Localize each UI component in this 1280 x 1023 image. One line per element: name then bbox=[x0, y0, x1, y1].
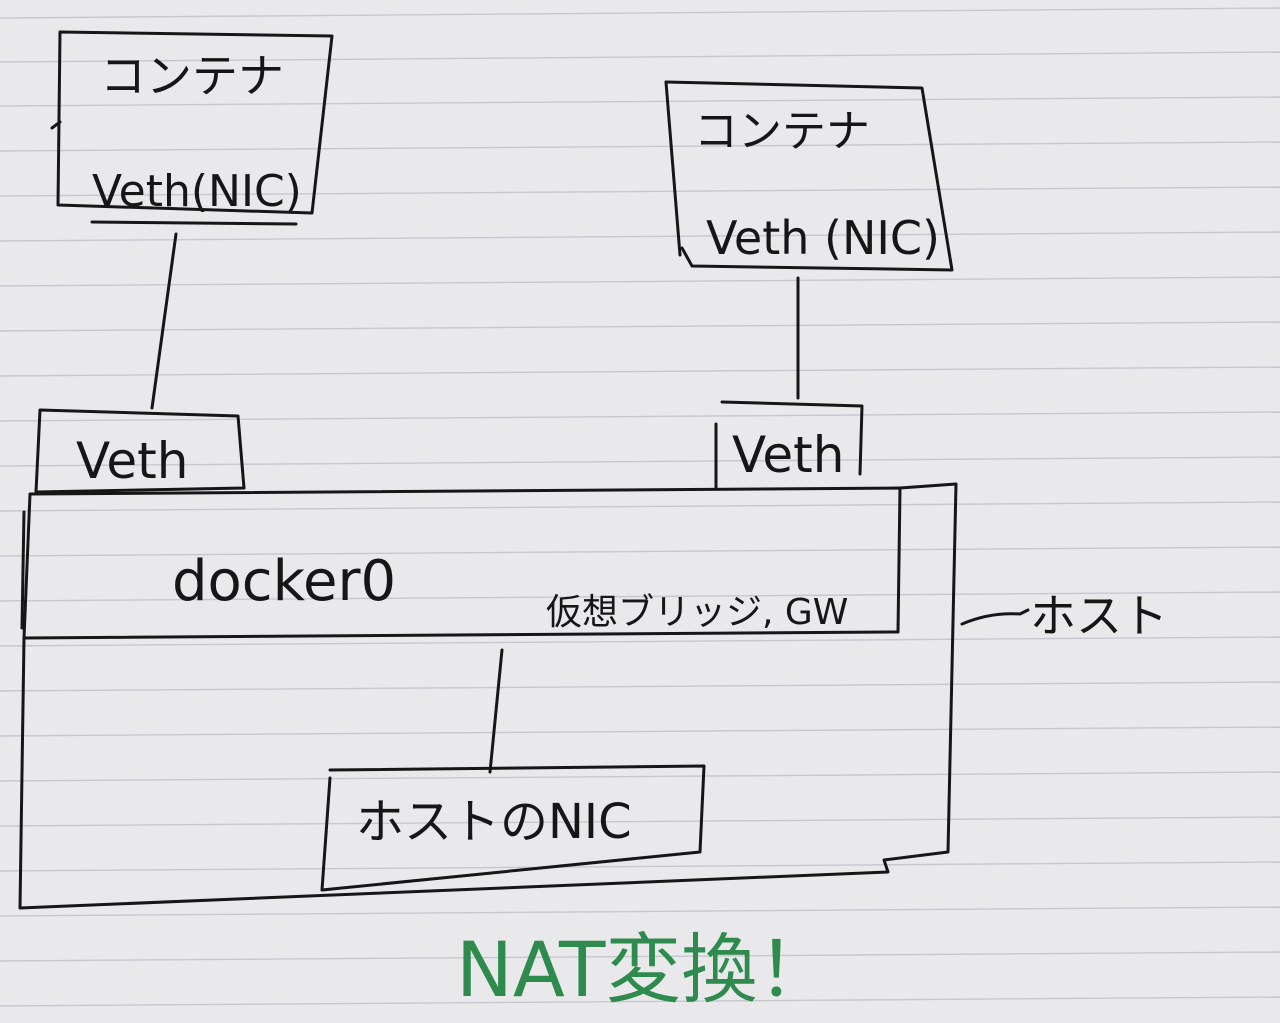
veth-right-box bbox=[720, 400, 864, 476]
docker0-name: docker0 bbox=[172, 549, 396, 614]
docker0-box bbox=[22, 486, 902, 640]
container-left: コンテナ Veth(NIC) bbox=[50, 30, 334, 226]
veth-left-label: Veth bbox=[76, 432, 188, 490]
container-left-title: コンテナ bbox=[100, 49, 284, 103]
host-box bbox=[18, 482, 958, 910]
container-right-title: コンテナ bbox=[694, 106, 870, 157]
veth-left: Veth bbox=[34, 408, 246, 494]
container-left-notch bbox=[50, 120, 62, 130]
host-annotation: ホスト bbox=[960, 589, 1168, 643]
docker0-bridge: docker0 仮想ブリッジ, GW bbox=[20, 486, 902, 640]
link-docker0-host-nic bbox=[488, 648, 504, 774]
nat-annotation: NAT変換！ bbox=[456, 925, 833, 1014]
container-right-left-edge bbox=[664, 80, 682, 257]
host-pointer-line bbox=[960, 608, 1030, 626]
container-left-nic-underline bbox=[90, 220, 298, 226]
ruled-lines bbox=[0, 7, 1280, 1007]
container-left-box bbox=[56, 30, 334, 215]
docker0-note: 仮想ブリッジ, GW bbox=[546, 592, 848, 633]
container-right-box bbox=[664, 80, 954, 272]
container-right-nic: Veth (NIC) bbox=[706, 211, 940, 265]
container-left-nic: Veth(NIC) bbox=[92, 166, 302, 217]
host-nic-label: ホストのNIC bbox=[356, 794, 632, 850]
veth-left-box bbox=[34, 408, 246, 494]
container-right: コンテナ Veth (NIC) bbox=[664, 80, 954, 272]
veth-right: Veth bbox=[714, 400, 864, 490]
docker0-left-edge bbox=[20, 510, 26, 630]
link-left-container-veth bbox=[150, 232, 178, 410]
host-nic: ホストのNIC bbox=[320, 764, 706, 892]
host-nic-box bbox=[320, 764, 706, 892]
host-label: ホスト bbox=[1030, 589, 1168, 643]
veth-right-label: Veth bbox=[732, 426, 844, 484]
